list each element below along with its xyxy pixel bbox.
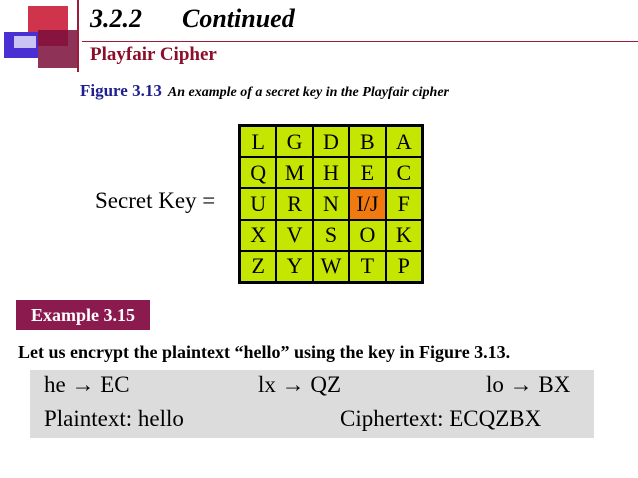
grid-cell: K bbox=[385, 219, 422, 251]
grid-cell: M bbox=[276, 157, 313, 189]
section-number: 3.2.2 bbox=[90, 4, 142, 33]
header-vertical-rule bbox=[77, 0, 79, 72]
grid-cell: Q bbox=[240, 157, 277, 189]
section-title: Continued bbox=[182, 4, 295, 33]
page-subtitle: Playfair Cipher bbox=[90, 44, 217, 65]
page-title: 3.2.2 Continued bbox=[90, 4, 295, 34]
grid-cell: O bbox=[349, 219, 386, 251]
grid-cell: U bbox=[240, 188, 277, 220]
grid-cell: N bbox=[312, 188, 350, 220]
logo-decoration bbox=[0, 0, 84, 72]
grid-cell: W bbox=[312, 250, 350, 282]
grid-cell: G bbox=[276, 126, 313, 158]
grid-cell: Y bbox=[276, 250, 313, 282]
plaintext-text: Plaintext: hello bbox=[44, 406, 184, 431]
grid-cell: E bbox=[349, 157, 386, 189]
playfair-key-grid: L G D B A Q M H E C U R N I/J F X V S O … bbox=[238, 124, 424, 284]
figure-label: Figure 3.13 bbox=[80, 81, 162, 100]
grid-cell-highlighted: I/J bbox=[349, 188, 386, 220]
grid-cell: A bbox=[385, 126, 422, 158]
ciphertext-text: Ciphertext: ECQZBX bbox=[340, 406, 542, 431]
example-badge: Example 3.15 bbox=[16, 300, 150, 330]
logo-square-maroon bbox=[38, 30, 78, 68]
example-intro: Let us encrypt the plaintext “hello” usi… bbox=[18, 342, 511, 362]
header-horizontal-rule bbox=[82, 41, 638, 42]
logo-square-lavender bbox=[14, 36, 36, 48]
grid-cell: D bbox=[312, 126, 350, 158]
pair-lo: lo → BX bbox=[486, 372, 571, 397]
grid-cell: R bbox=[276, 188, 313, 220]
grid-cell: H bbox=[312, 157, 350, 189]
secret-key-label: Secret Key = bbox=[95, 188, 216, 213]
grid-cell: L bbox=[240, 126, 277, 158]
grid-cell: V bbox=[276, 219, 313, 251]
grid-cell: P bbox=[385, 250, 422, 282]
example-box: he → EC lx → QZ lo → BX Plaintext: hello… bbox=[30, 370, 594, 438]
figure-description: An example of a secret key in the Playfa… bbox=[167, 85, 449, 100]
grid-cell: S bbox=[312, 219, 350, 251]
grid-cell: B bbox=[349, 126, 386, 158]
grid-cell: C bbox=[385, 157, 422, 189]
grid-cell: F bbox=[385, 188, 422, 220]
grid-cell: T bbox=[349, 250, 386, 282]
pair-lx: lx → QZ bbox=[258, 372, 342, 397]
grid-cell: Z bbox=[240, 250, 277, 282]
figure-caption: Figure 3.13 An example of a secret key in… bbox=[80, 81, 449, 101]
grid-cell: X bbox=[240, 219, 277, 251]
pair-he: he → EC bbox=[44, 372, 130, 397]
